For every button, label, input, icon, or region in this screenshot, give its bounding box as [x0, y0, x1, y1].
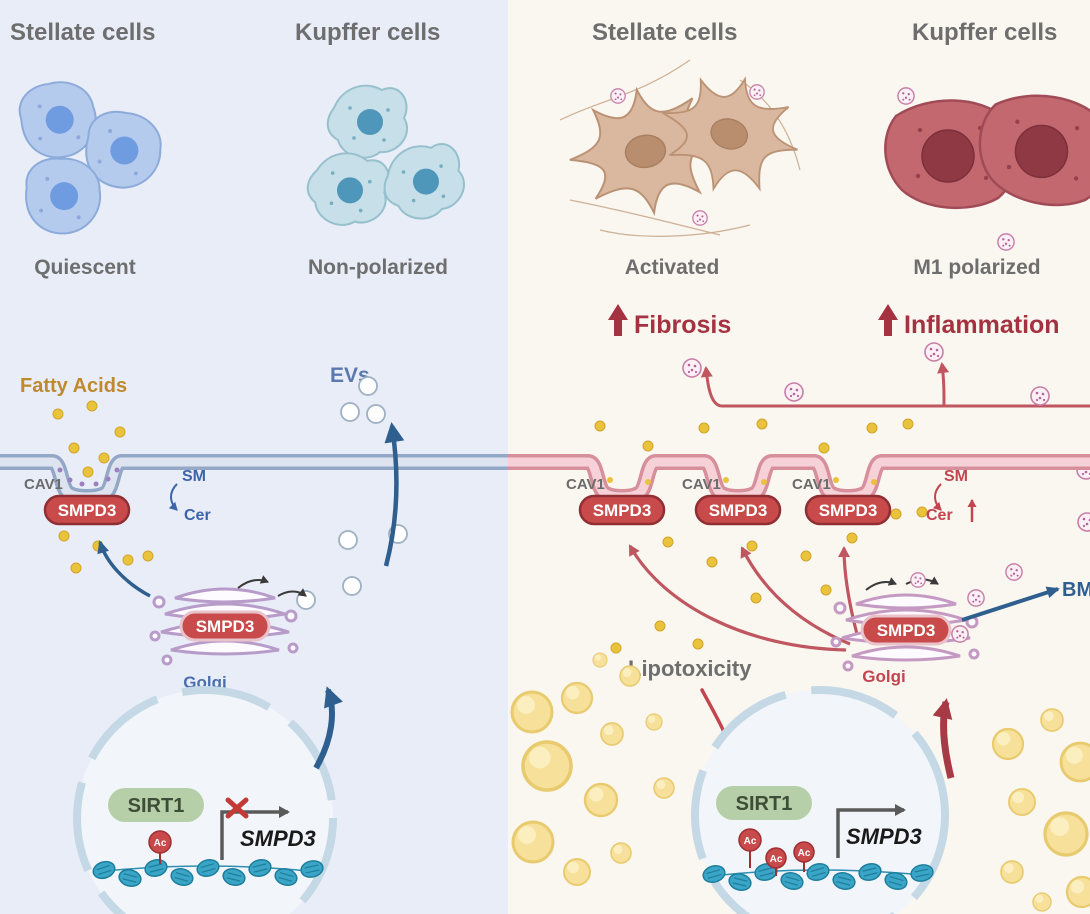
golgi-label-right: Golgi	[862, 667, 905, 686]
ev-signal-line	[700, 366, 1090, 408]
repression-x-icon	[225, 797, 249, 819]
nucleus-to-golgi-arrow	[313, 686, 343, 770]
inflammation-up-arrow-icon	[878, 304, 898, 336]
golgi-to-membrane-arrows-right	[628, 544, 860, 652]
sirt1-label-left: SIRT1	[128, 795, 185, 817]
cav1-label-left: CAV1	[24, 476, 63, 493]
golgi-flux-arrow-right-1	[865, 577, 897, 591]
smpd3-gene-left: SMPD3	[240, 826, 316, 851]
nucleus-left: SIRT1 Ac SMPD3	[73, 686, 337, 914]
inflammation-label: Inflammation	[904, 311, 1060, 339]
caveola-entry-dots	[607, 477, 877, 485]
sirt1-pill-left	[108, 788, 204, 822]
sm-to-cer-arrow-left	[168, 483, 178, 511]
smpd3-gene-right: SMPD3	[846, 824, 922, 849]
right-stellate-title: Stellate cells	[592, 19, 737, 46]
ac-text-right-3: Ac	[798, 848, 811, 859]
ac-text-left: Ac	[154, 838, 167, 849]
cer-label-left: Cer	[184, 507, 211, 524]
m1-kupffer-cells	[884, 86, 1090, 214]
cav1-label-right-2: CAV1	[682, 476, 721, 493]
sm-label-right: SM	[944, 468, 968, 485]
smpd3-membrane-right-1-text: SMPD3	[593, 501, 652, 520]
right-kupffer-title: Kupffer cells	[912, 19, 1057, 46]
smpd3-badge-membrane-right-2: SMPD3	[694, 494, 782, 526]
ev-signal-branch	[937, 362, 950, 407]
smpd3-badge-golgi-right: SMPD3	[860, 614, 952, 646]
cav1-label-right-1: CAV1	[566, 476, 605, 493]
smpd3-golgi-right-text: SMPD3	[877, 621, 936, 640]
transcription-arrow-left	[220, 806, 290, 860]
smpd3-badge-membrane-right-1: SMPD3	[578, 494, 666, 526]
smpd3-membrane-right-2-text: SMPD3	[709, 501, 768, 520]
fatty-acids-label: Fatty Acids	[20, 375, 127, 397]
ac-text-right-2: Ac	[770, 854, 783, 865]
transcription-output-arrow	[932, 698, 955, 779]
lipotoxicity-label: Lipotoxicity	[628, 656, 752, 681]
ev-to-bmdm-arrow	[961, 586, 1060, 622]
cav1-label-right-3: CAV1	[792, 476, 831, 493]
cer-label-right: Cer	[926, 507, 953, 524]
sirt1-label-right: SIRT1	[736, 793, 793, 815]
bmdm-label: BM	[1062, 579, 1090, 601]
transcription-arrow-right	[836, 804, 906, 858]
fibrosis-up-arrow-icon	[608, 304, 628, 336]
smpd3-membrane-left-text: SMPD3	[58, 501, 117, 520]
golgi-flux-arrow-left-2	[277, 588, 307, 597]
left-stellate-state: Quiescent	[34, 256, 136, 279]
panel-left: Stellate cells Kupffer cells Quiescent N…	[0, 19, 508, 914]
golgi-flux-arrow-left-1	[237, 575, 269, 589]
acetyl-marks-right: Ac Ac Ac	[738, 828, 815, 876]
right-kupffer-state: M1 polarized	[913, 256, 1040, 279]
left-kupffer-title: Kupffer cells	[295, 19, 440, 46]
fibrosis-label: Fibrosis	[634, 311, 731, 339]
left-stellate-title: Stellate cells	[10, 19, 155, 46]
smpd3-badge-golgi-left: SMPD3	[179, 610, 271, 642]
ev-release-arrow	[383, 422, 405, 567]
acetyl-mark-left: Ac	[148, 830, 172, 864]
left-kupffer-state: Non-polarized	[308, 256, 448, 279]
ac-text-right-1: Ac	[744, 836, 757, 847]
sirt1-pill-right	[716, 786, 812, 820]
golgi-to-membrane-arrow	[97, 540, 151, 598]
smpd3-badge-membrane-right-3: SMPD3	[804, 494, 892, 526]
smpd3-golgi-left-text: SMPD3	[196, 617, 255, 636]
sm-to-cer-arrow-right	[932, 483, 942, 511]
sm-label-left: SM	[182, 468, 206, 485]
nucleus-right: SIRT1 Ac Ac Ac SMPD3	[691, 686, 949, 914]
smpd3-membrane-right-3-text: SMPD3	[819, 501, 878, 520]
caveolin-coat	[57, 467, 120, 487]
panel-right: Stellate cells Kupffer cells Activated M…	[508, 19, 1090, 914]
right-stellate-state: Activated	[625, 256, 720, 279]
smpd3-badge-membrane-left: SMPD3	[43, 494, 131, 526]
